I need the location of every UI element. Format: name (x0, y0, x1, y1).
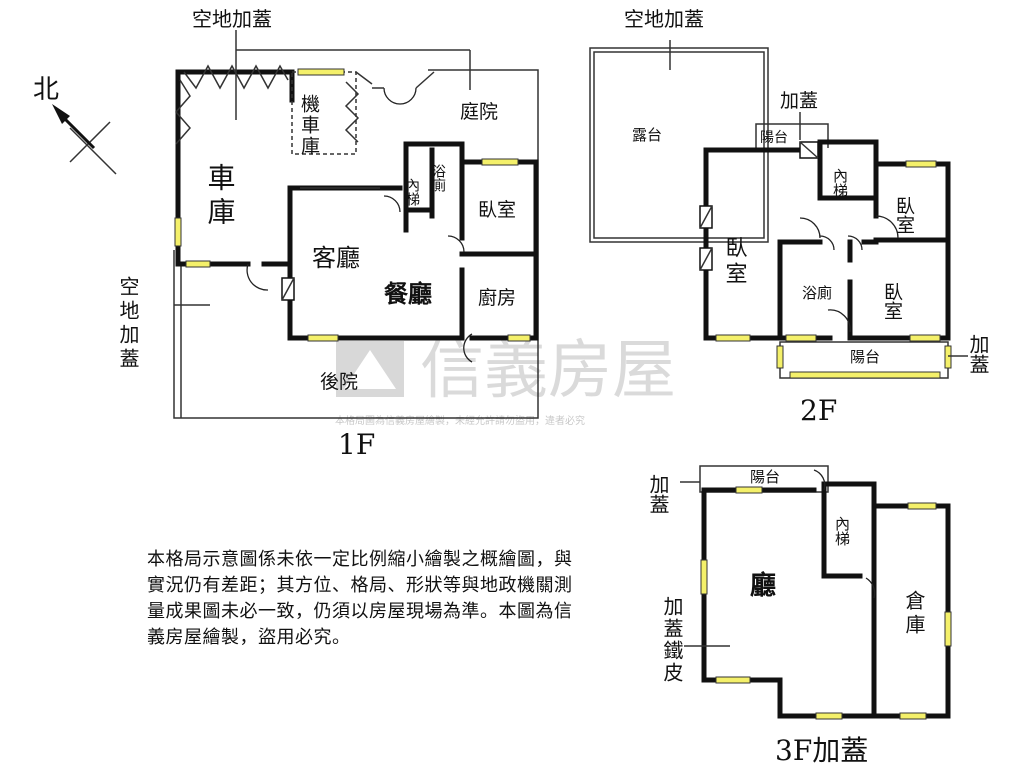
door-icon (847, 235, 863, 251)
window-icon (899, 712, 927, 720)
lot-boundary (173, 69, 539, 419)
label-backyard: 後院 (320, 371, 358, 393)
label-extension-top: 空地加蓋 (192, 7, 272, 31)
door-icon (447, 235, 465, 253)
floor-title-1f: 1F (338, 428, 375, 461)
floor-title-3f: 3F加蓋 (775, 734, 868, 767)
watermark-brand: 信義房屋 (420, 334, 676, 408)
window-icon (185, 260, 211, 268)
window-icon (174, 217, 182, 247)
label-2f-balcony-bottom: 陽台 (850, 348, 880, 366)
window-icon (700, 559, 708, 595)
label-dining-room: 餐廳 (384, 280, 432, 308)
floor-3f: 加蓋 陽台 內梯 廳 倉庫 加蓋鐵皮 3F加蓋 (646, 465, 952, 767)
floor-title-2f: 2F (800, 394, 837, 427)
door-icon (813, 469, 826, 491)
watermark: 信義房屋 本格局圖為信義房屋繪製，未經允許請勿盜用，違者必究 (335, 334, 676, 427)
gate-door-icon (372, 71, 435, 105)
window-icon (815, 712, 843, 720)
label-scooter-garage: 機車庫 (298, 94, 320, 157)
disclaimer-text: 本格局示意圖係未依一定比例縮小繪製之概繪圖，與實況仍有差距；其方位、格局、形狀等… (147, 549, 573, 648)
door-icon (875, 215, 899, 239)
label-courtyard: 庭院 (460, 101, 498, 123)
window-icon (481, 158, 519, 166)
label-3f-iron-extension: 加蓋鐵皮 (660, 596, 684, 684)
window-icon (507, 334, 531, 342)
window-icon (715, 334, 751, 342)
door-icon (865, 577, 876, 599)
window-icon (907, 502, 937, 510)
terrace-outline (589, 47, 769, 243)
door-icon (246, 263, 269, 291)
label-2f-extension-right: 加蓋 (966, 334, 990, 374)
label-2f-bath: 浴廁 (802, 284, 832, 302)
label-extension-left-text: 空地加蓋 (116, 276, 140, 372)
window-icon (789, 371, 941, 379)
window-icon (297, 68, 345, 76)
label-garage: 車庫 (204, 163, 237, 231)
north-compass: 北 (33, 75, 117, 175)
label-2f-bedroom-left: 臥室 (722, 236, 747, 288)
label-2f-balcony-top: 陽台 (760, 130, 788, 146)
label-2f-inner-stair: 內梯 (831, 168, 849, 198)
window-icon (905, 160, 937, 168)
window-icon (776, 345, 784, 369)
label-inner-stair: 內梯 (404, 178, 420, 207)
label-3f-storage: 倉庫 (902, 590, 926, 638)
label-living-room: 客廳 (312, 244, 360, 272)
window-icon (307, 334, 339, 342)
door-icon (383, 195, 401, 213)
label-2f-bedroom-right-top: 臥室 (893, 196, 915, 234)
label-terrace: 露台 (632, 126, 662, 144)
label-bath: 浴廁 (430, 164, 446, 192)
door-icon (463, 333, 473, 363)
door-icon (827, 309, 851, 333)
label-3f-balcony: 陽台 (750, 468, 780, 486)
window-icon (735, 486, 763, 494)
label-2f-extension-top: 空地加蓋 (624, 7, 704, 31)
watermark-notice: 本格局圖為信義房屋繪製，未經允許請勿盜用，違者必究 (335, 414, 585, 427)
label-2f-bedroom-right-bottom: 臥室 (881, 282, 903, 320)
window-icon (944, 345, 952, 369)
door-icon (799, 217, 821, 239)
label-2f-extension-balcony: 加蓋 (780, 90, 818, 112)
label-3f-extension-top: 加蓋 (646, 474, 670, 514)
label-kitchen: 廚房 (478, 286, 516, 309)
north-label: 北 (33, 75, 59, 105)
window-icon (785, 334, 817, 342)
floor-2f: 空地加蓋 露台 加蓋 陽台 內梯 臥室 臥室 臥室 浴廁 陽台 加蓋 2F (589, 7, 990, 427)
label-3f-hall: 廳 (750, 570, 776, 601)
label-bedroom: 臥室 (478, 199, 516, 221)
extension-zigzag (183, 64, 289, 90)
floor-1f: 空地加蓋 空地加蓋 車庫 機車庫 庭院 浴廁 內梯 臥室 客廳 餐廳 廚房 後院… (116, 7, 539, 461)
brand-logo-icon (336, 341, 404, 397)
label-extension-left: 空地加蓋 (116, 276, 140, 372)
window-icon (944, 611, 952, 647)
window-icon (715, 676, 751, 684)
label-3f-inner-stair: 內梯 (833, 516, 851, 546)
door-icon (819, 235, 835, 251)
window-icon (909, 334, 941, 342)
